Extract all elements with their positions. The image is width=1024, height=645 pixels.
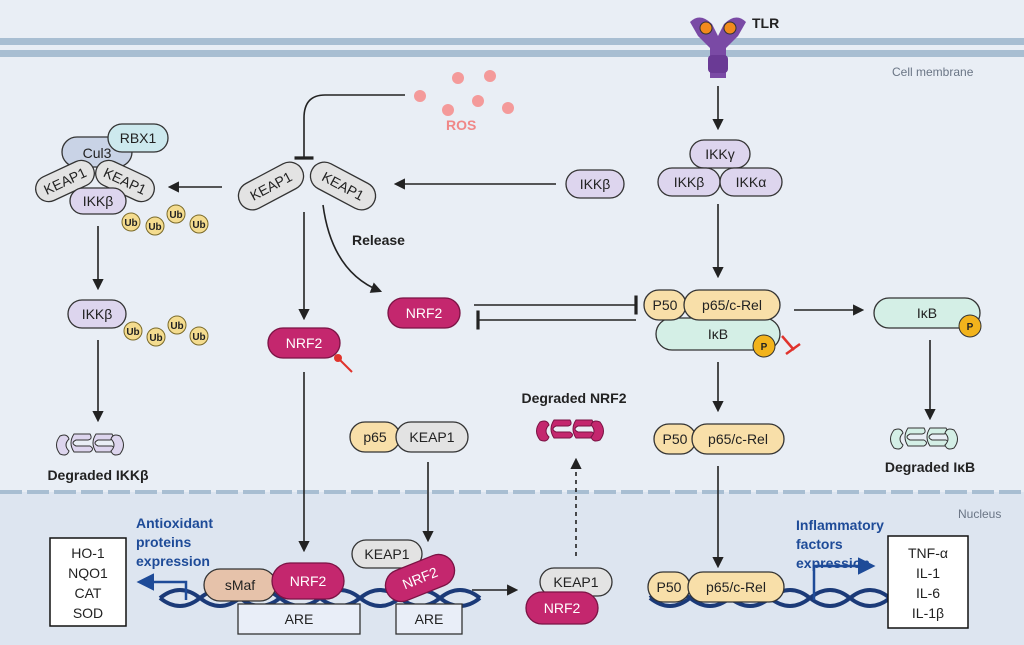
svg-text:Ub: Ub — [149, 333, 162, 344]
ikb-free-label: IκB — [917, 305, 937, 321]
ros-label: ROS — [446, 117, 476, 133]
ros-inhibition-arrow — [294, 94, 405, 160]
antioxidant-arrow — [136, 573, 188, 600]
nucleus-region: Nucleus — [0, 490, 1024, 645]
svg-text:Ub: Ub — [192, 220, 205, 231]
are-box-2: ARE — [395, 603, 463, 635]
svg-text:NQO1: NQO1 — [68, 565, 108, 581]
p65-label: p65 — [363, 429, 387, 445]
svg-text:expression: expression — [796, 555, 870, 571]
p50-complex-label: P50 — [653, 297, 678, 313]
degraded-nrf2: Degraded NRF2 — [521, 390, 627, 442]
nfkb-on-dna: P50 p65/c-Rel — [647, 571, 785, 603]
degraded-nrf2-label: Degraded NRF2 — [521, 390, 626, 406]
keap1-export-label: KEAP1 — [553, 574, 598, 590]
svg-text:Ub: Ub — [126, 327, 139, 338]
antioxidant-genes-box: HO-1 NQO1 CAT SOD — [49, 537, 127, 627]
ikkb-free-label: IKKβ — [580, 176, 611, 192]
tlr-receptor: TLR — [690, 15, 779, 78]
cul3-label: Cul3 — [83, 145, 112, 161]
degraded-ikb-label: Degraded IκB — [885, 459, 975, 475]
svg-text:IL-1: IL-1 — [916, 565, 940, 581]
keap1-nrf2-export: KEAP1 NRF2 — [525, 567, 613, 625]
p50-free-label: P50 — [663, 431, 688, 447]
p50-dna-label: P50 — [657, 579, 682, 595]
degraded-ikkb: Degraded IKKβ — [47, 433, 149, 483]
svg-text:Ub: Ub — [148, 222, 161, 233]
svg-text:IL-6: IL-6 — [916, 585, 940, 601]
ikk-complex-ikkb-label: IKKβ — [674, 174, 705, 190]
svg-text:Ub: Ub — [170, 321, 183, 332]
svg-text:proteins: proteins — [136, 534, 191, 550]
svg-text:Inflammatory: Inflammatory — [796, 517, 884, 533]
p65-keap1-label: KEAP1 — [409, 429, 454, 445]
p65crel-dna-label: p65/c-Rel — [706, 579, 766, 595]
are-label-2: ARE — [415, 611, 444, 627]
nfkb-ikb-complex: IκB P50 p65/c-Rel P — [643, 289, 801, 358]
svg-text:CAT: CAT — [75, 585, 102, 601]
cell-membrane: Cell membrane — [0, 38, 1024, 79]
svg-text:expression: expression — [136, 553, 210, 569]
p-mark-2: P — [967, 322, 974, 333]
inflammatory-genes-box: TNF-α IL-1 IL-6 IL-1β — [887, 535, 969, 629]
ikb-free: IκB P — [873, 297, 982, 338]
degraded-ikkb-label: Degraded IKKβ — [47, 467, 149, 483]
p65crel-free-label: p65/c-Rel — [708, 431, 768, 447]
cul3-rbx1-complex: Cul3 RBX1 KEAP1 KEAP1 IKKβ Ub Ub Ub Ub — [35, 123, 209, 236]
nrf2-released-label: NRF2 — [406, 305, 443, 321]
smaf-nrf2: sMaf NRF2 — [203, 562, 345, 602]
release-label: Release — [352, 232, 405, 248]
svg-text:SOD: SOD — [73, 605, 103, 621]
p65-keap1: p65 KEAP1 — [349, 421, 469, 453]
ros-cluster: ROS — [414, 70, 514, 133]
svg-text:Ub: Ub — [124, 218, 137, 229]
svg-text:Ub: Ub — [192, 332, 205, 343]
ub-chain-top: Ub Ub Ub Ub — [121, 204, 209, 236]
keap1-nrf2-nucleus: KEAP1 NRF2 — [351, 539, 456, 603]
svg-text:HO-1: HO-1 — [71, 545, 105, 561]
p-mark-1: P — [761, 342, 768, 353]
svg-text:TNF-α: TNF-α — [908, 545, 948, 561]
inflammatory-text: Inflammatory factors expression — [796, 517, 884, 571]
inflammatory-arrow — [812, 557, 876, 600]
arrow-release-nrf2 — [322, 204, 383, 293]
p65crel-complex-label: p65/c-Rel — [702, 297, 762, 313]
nrf2-cytoplasm-label: NRF2 — [286, 335, 323, 351]
smaf-label: sMaf — [225, 577, 255, 593]
ikkb-ubiquitinated: IKKβ Ub Ub Ub Ub — [67, 299, 209, 347]
degraded-ikb: Degraded IκB — [885, 427, 975, 475]
svg-text:IL-1β: IL-1β — [912, 605, 944, 621]
are-label-1: ARE — [285, 611, 314, 627]
ikkg-label: IKKγ — [705, 146, 735, 162]
svg-text:Ub: Ub — [169, 210, 182, 221]
cell-membrane-label: Cell membrane — [892, 65, 974, 79]
ikkb-ub-label: IKKβ — [82, 306, 113, 322]
nrf2-export-label: NRF2 — [544, 600, 581, 616]
nuclear-nrf2-label: NRF2 — [290, 573, 327, 589]
rbx1-label: RBX1 — [120, 130, 157, 146]
ikka-label: IKKα — [736, 174, 767, 190]
keap1-nucleus-label: KEAP1 — [364, 546, 409, 562]
tlr-label: TLR — [752, 15, 779, 31]
antioxidant-text: Antioxidant proteins expression — [136, 515, 213, 569]
ikkb-free: IKKβ — [565, 169, 625, 199]
nucleus-label: Nucleus — [958, 507, 1001, 521]
nfkb-free: P50 p65/c-Rel — [653, 423, 785, 455]
nrf2-released: NRF2 — [387, 297, 461, 329]
are-box-1: ARE — [237, 603, 361, 635]
svg-text:Antioxidant: Antioxidant — [136, 515, 213, 531]
complex-ikkb-label: IKKβ — [83, 193, 114, 209]
ikb-complex-label: IκB — [708, 326, 728, 342]
keap1-dimer: KEAP1 KEAP1 — [237, 161, 377, 211]
ikk-complex: IKKγ IKKβ IKKα — [657, 139, 783, 197]
nrf2-cytoplasm: NRF2 — [267, 327, 353, 373]
svg-text:factors: factors — [796, 536, 843, 552]
